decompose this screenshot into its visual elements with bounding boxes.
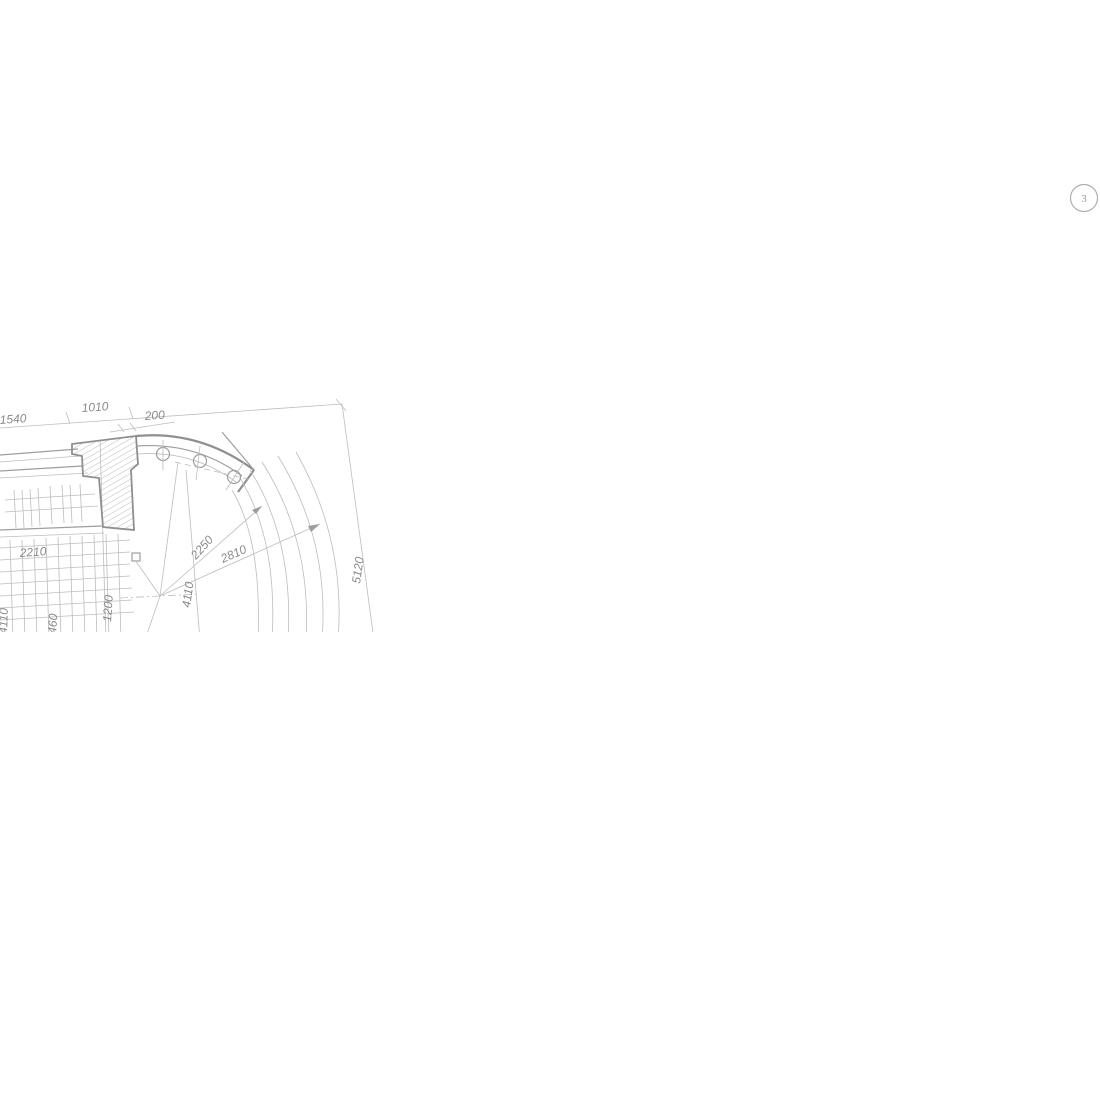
floor-plan-fragment: 1540 1010 200 2210 2250 2810 5120 4110 4…	[0, 398, 374, 635]
dimension-1010: 1010	[81, 399, 109, 415]
sheet-marker: 3	[1069, 183, 1099, 213]
radial-lines	[119, 461, 321, 632]
sheet-marker-label: 3	[1081, 193, 1087, 205]
wall-lines	[0, 448, 105, 538]
top-dimension-line	[0, 398, 347, 433]
hatched-wall	[71, 434, 139, 531]
stair-treads	[4, 483, 99, 529]
dimension-5120: 5120	[349, 556, 367, 585]
right-dimension-line	[341, 403, 374, 632]
curved-walls	[135, 431, 255, 493]
dimension-4110-left: 4110	[0, 608, 11, 635]
dimension-200: 200	[143, 408, 165, 423]
columns	[155, 440, 253, 491]
concentric-step-arcs	[231, 451, 340, 632]
dimension-2810: 2810	[218, 542, 249, 566]
dimension-1200: 1200	[100, 594, 116, 622]
post-square	[131, 552, 141, 562]
floor-grid	[0, 439, 135, 632]
dimension-1540: 1540	[0, 411, 27, 427]
dimension-4110-center: 4110	[179, 581, 197, 609]
dimension-460: 460	[45, 613, 60, 634]
dimension-2210: 2210	[18, 544, 47, 560]
